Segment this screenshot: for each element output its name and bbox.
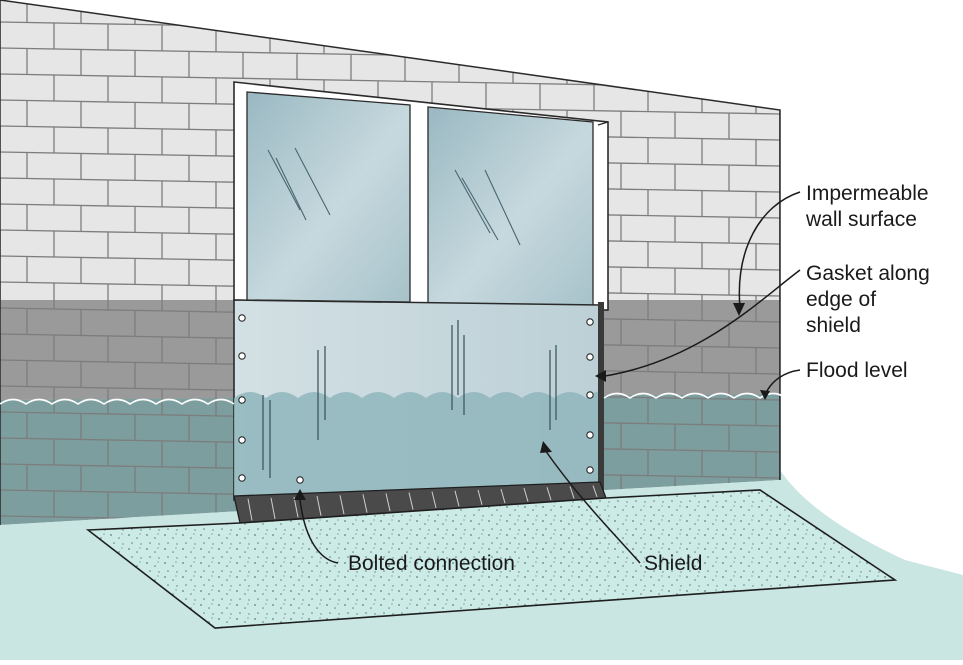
ground-slab: [85, 489, 898, 629]
bolt-5: [586, 318, 594, 326]
bolt-9: [586, 466, 594, 474]
bolt-8: [586, 431, 594, 439]
leader-lines: [299, 191, 801, 564]
label-gasket-line3: shield: [806, 314, 861, 337]
bolt-2: [238, 396, 246, 404]
label-bolted-connection: Bolted connection: [348, 552, 515, 575]
gasket: [598, 302, 604, 500]
bolt-1: [238, 352, 246, 360]
window-pane-right: [427, 106, 594, 307]
label-flood-level: Flood level: [806, 359, 908, 382]
bolt-10: [296, 476, 304, 484]
bolt-4: [238, 474, 246, 482]
bolt-0: [238, 314, 246, 322]
label-impermeable-wall-line1: Impermeable: [806, 182, 929, 205]
bolt-6: [586, 353, 594, 361]
label-gasket-line1: Gasket along: [806, 262, 930, 285]
bolt-7: [586, 391, 594, 399]
label-shield: Shield: [644, 552, 702, 575]
label-gasket-line2: edge of: [806, 288, 876, 311]
flood-waterline: [0, 398, 235, 405]
window-pane-left: [246, 91, 411, 303]
label-impermeable-wall-line2: wall surface: [805, 208, 917, 231]
flood-shield: [233, 299, 607, 524]
bolt-3: [238, 436, 246, 444]
window: [233, 81, 609, 311]
